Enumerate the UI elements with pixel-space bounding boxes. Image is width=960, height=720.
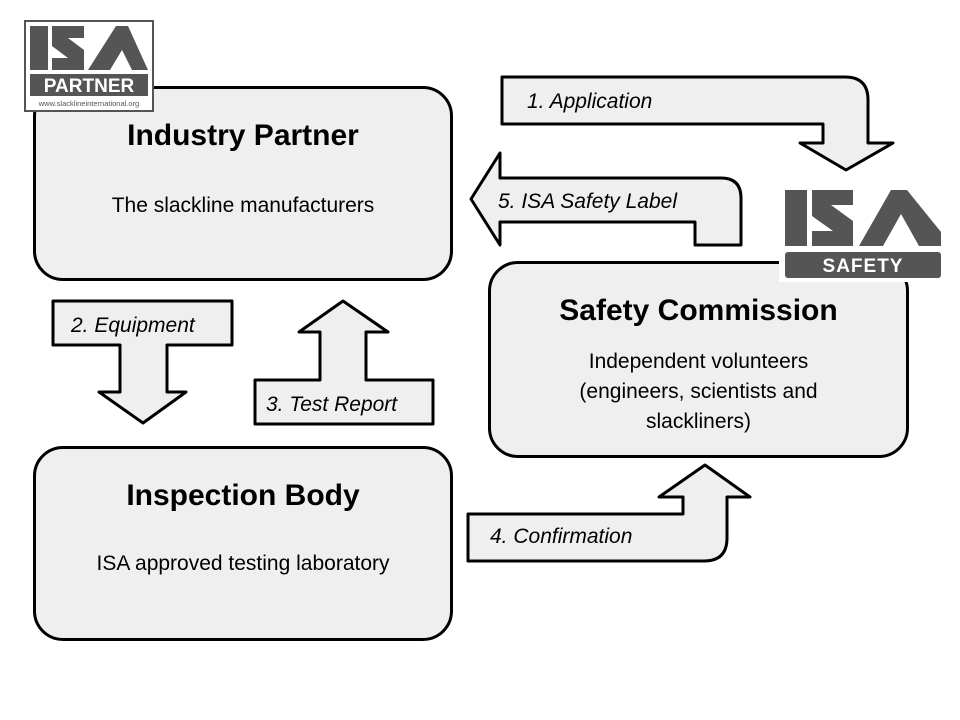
partner-logo-url: www.slacklineinternational.org [38, 99, 139, 108]
industry-partner-subtitle: The slackline manufacturers [111, 194, 375, 217]
safety-label-label: 5. ISA Safety Label [498, 190, 678, 213]
safety-commission-line-3: slackliners) [645, 410, 752, 433]
safety-logo-word: SAFETY [823, 256, 904, 277]
safety-commission-line-1: Independent volunteers [588, 350, 809, 373]
safety-commission-subtitle: Independent volunteers (engineers, scien… [491, 347, 906, 437]
application-arrow [500, 75, 895, 172]
inspection-body-subtitle: ISA approved testing laboratory [96, 552, 390, 575]
safety-label-arrow [469, 151, 743, 247]
safety-commission-box: Safety Commission Independent volunteers… [488, 261, 909, 458]
inspection-body-box: Inspection Body ISA approved testing lab… [33, 446, 453, 641]
test-report-label: 3. Test Report [266, 393, 398, 416]
inspection-body-title: Inspection Body [126, 479, 360, 512]
industry-partner-box: Industry Partner The slackline manufactu… [33, 86, 453, 281]
safety-commission-title: Safety Commission [559, 294, 838, 327]
isa-safety-logo: SAFETY [779, 186, 945, 282]
industry-partner-title: Industry Partner [127, 119, 359, 152]
test-report-arrow [253, 299, 435, 426]
equipment-arrow [51, 299, 234, 425]
partner-logo-word: PARTNER [44, 76, 135, 97]
confirmation-arrow [466, 463, 752, 563]
safety-commission-line-2: (engineers, scientists and [579, 380, 818, 403]
equipment-label: 2. Equipment [71, 314, 195, 337]
application-label: 1. Application [527, 90, 653, 113]
isa-partner-logo: PARTNER www.slacklineinternational.org [24, 20, 154, 112]
confirmation-label: 4. Confirmation [490, 525, 633, 548]
